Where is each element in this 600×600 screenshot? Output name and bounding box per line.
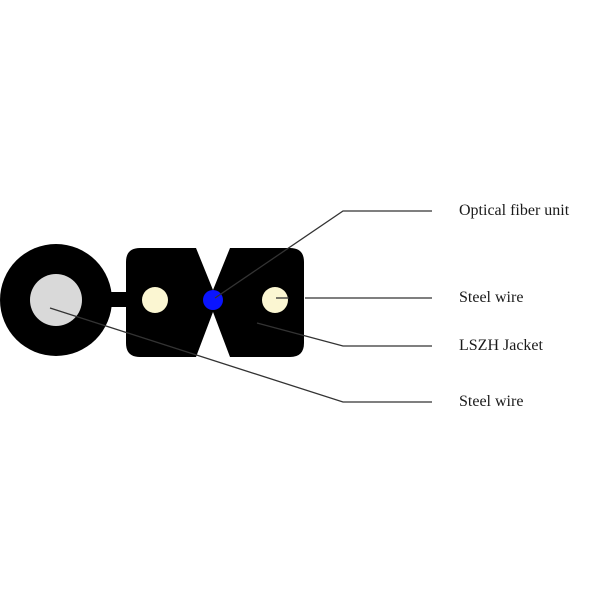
label-steel-wire-1: Steel wire [459, 289, 524, 306]
leader-optical-fiber-unit [214, 210, 432, 299]
leader-lszh-jacket [256, 322, 432, 347]
messenger-steel-wire [30, 274, 82, 326]
connecting-web [108, 292, 130, 307]
optical-fiber [203, 290, 223, 310]
label-optical-fiber-unit: Optical fiber unit [459, 202, 570, 219]
steel-wire-right [262, 287, 288, 313]
label-steel-wire-2: Steel wire [459, 393, 524, 410]
label-lszh-jacket: LSZH Jacket [459, 337, 543, 354]
steel-wire-left [142, 287, 168, 313]
leader-steel-wire-2 [49, 307, 432, 403]
